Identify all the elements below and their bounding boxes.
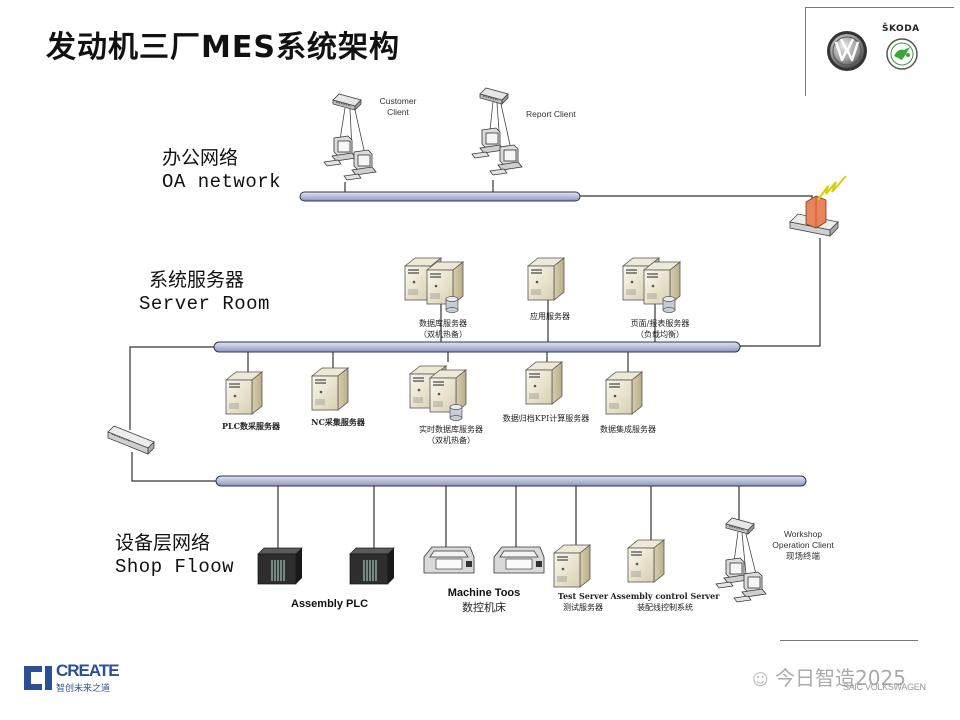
realtime-db-server-cluster-icon — [409, 365, 467, 421]
database-server-label-line1: 数据库服务器 — [419, 319, 467, 328]
server-room-en: Server Room — [139, 293, 270, 315]
customer-client-label-line1: Customer — [379, 96, 417, 106]
web-report-server-label: 页面/报表服务器 （负载均衡） — [612, 318, 708, 340]
machine-tools-label: Machine Toos 数控机床 — [436, 587, 532, 615]
realtime-db-server-label-line1: 实时数据库服务器 — [419, 425, 483, 434]
database-server-label: 数据库服务器 （双机热备） — [398, 318, 488, 340]
nc-collection-server-label: NC采集服务器 — [311, 417, 365, 427]
oa-network-en: OA network — [162, 171, 282, 193]
assembly-control-server-label: Assembly control Server 装配线控制系统 — [610, 591, 720, 613]
core-switch-icon — [107, 425, 155, 455]
customer-client-label-line2: Client — [387, 107, 409, 117]
workshop-client-label-line2: Operation Client — [772, 540, 834, 550]
assembly-control-server-label-cn: 装配线控制系统 — [637, 603, 693, 612]
wechat-icon: ☺ — [752, 670, 769, 689]
web-report-server-label-line2: （负载均衡） — [636, 330, 684, 339]
workshop-client-group — [715, 517, 767, 603]
plc-data-server-label: PLC数采服务器 — [221, 421, 280, 431]
assembly-control-server-icon — [627, 539, 665, 583]
oa-network-label: 办公网络 OA network — [162, 146, 281, 194]
database-server-cluster-icon — [404, 257, 464, 313]
test-server-label-cn: 测试服务器 — [563, 603, 603, 612]
watermark-label: 今日智造2025 — [775, 666, 906, 690]
customer-client-label: Customer Client — [366, 96, 430, 118]
customer-switch-icon — [332, 93, 362, 111]
oa-network-cn: 办公网络 — [162, 147, 239, 169]
firewall-icon — [789, 175, 847, 237]
nc-collection-server-icon — [311, 367, 349, 411]
report-client-group — [471, 87, 523, 176]
logo-frame — [805, 7, 954, 96]
realtime-db-server-label: 实时数据库服务器 （双机热备） — [404, 424, 498, 446]
shop-floor-bus — [215, 475, 807, 487]
cnc-machine-icon — [493, 546, 545, 574]
shop-floor-en: Shop Floow — [115, 556, 235, 578]
skoda-wordmark: ŠKODA — [882, 24, 920, 34]
assembly-control-server-label-en: Assembly control Server — [610, 591, 720, 601]
assembly-plc-icon — [257, 547, 303, 585]
data-integration-server-label: 数据集成服务器 — [600, 425, 656, 434]
kpi-archive-server-icon — [525, 361, 563, 405]
data-integration-server-icon — [605, 371, 643, 415]
oa-network-bus — [299, 191, 581, 202]
web-report-server-cluster-icon — [622, 257, 681, 313]
realtime-db-server-label-line2: （双机热备） — [427, 436, 475, 445]
network-links — [129, 180, 821, 560]
assembly-plc-icon — [349, 547, 395, 585]
web-report-server-label-line1: 页面/报表服务器 — [630, 319, 690, 328]
server-room-label: 系统服务器 Server Room — [139, 268, 270, 316]
test-server-icon — [553, 544, 591, 588]
report-pc-icon — [471, 127, 505, 159]
vw-logo-icon — [827, 31, 867, 71]
test-server-label-en: Test Server — [557, 591, 609, 601]
cnc-machine-icon — [423, 546, 475, 574]
customer-pc-icon — [323, 135, 357, 167]
machine-tools-label-en: Machine Toos — [447, 587, 521, 599]
report-client-label: Report Client — [526, 109, 576, 119]
workshop-client-label: Workshop Operation Client 现场终端 — [764, 529, 842, 562]
application-server-label: 应用服务器 — [530, 312, 570, 321]
shop-floor-label: 设备层网络 Shop Floow — [115, 531, 234, 579]
footer-divider — [780, 640, 918, 641]
watermark-text: ☺ 今日智造2025 — [752, 662, 906, 691]
test-server-label: Test Server 测试服务器 — [552, 591, 614, 613]
skoda-logo-icon — [886, 38, 918, 70]
workshop-client-label-line3: 现场终端 — [785, 551, 820, 561]
workshop-pc-icon — [715, 557, 749, 589]
shop-floor-cn: 设备层网络 — [115, 532, 211, 554]
create-tagline: 智创未来之道 — [56, 684, 111, 694]
database-server-label-line2: （双机热备） — [419, 330, 467, 339]
assembly-plc-label: Assembly PLC — [291, 598, 369, 610]
plc-data-server-icon — [225, 371, 263, 415]
workshop-switch-icon — [725, 517, 755, 535]
server-room-bus — [213, 341, 741, 353]
server-room-cn: 系统服务器 — [149, 269, 245, 291]
create-wordmark: CREATE — [56, 661, 120, 680]
kpi-archive-server-label: 数据归档KPI计算服务器 — [502, 414, 590, 423]
application-server-icon — [527, 257, 565, 301]
workshop-client-label-line1: Workshop — [783, 529, 823, 539]
saic-vw-wordmark: SAIC VOLKSWAGEN — [843, 682, 926, 692]
report-switch-icon — [479, 87, 509, 105]
create-ci-icon — [24, 666, 52, 690]
customer-client-group — [323, 93, 377, 181]
page-title: 发动机三厂MES系统架构 — [46, 30, 400, 65]
machine-tools-label-cn: 数控机床 — [462, 601, 506, 614]
